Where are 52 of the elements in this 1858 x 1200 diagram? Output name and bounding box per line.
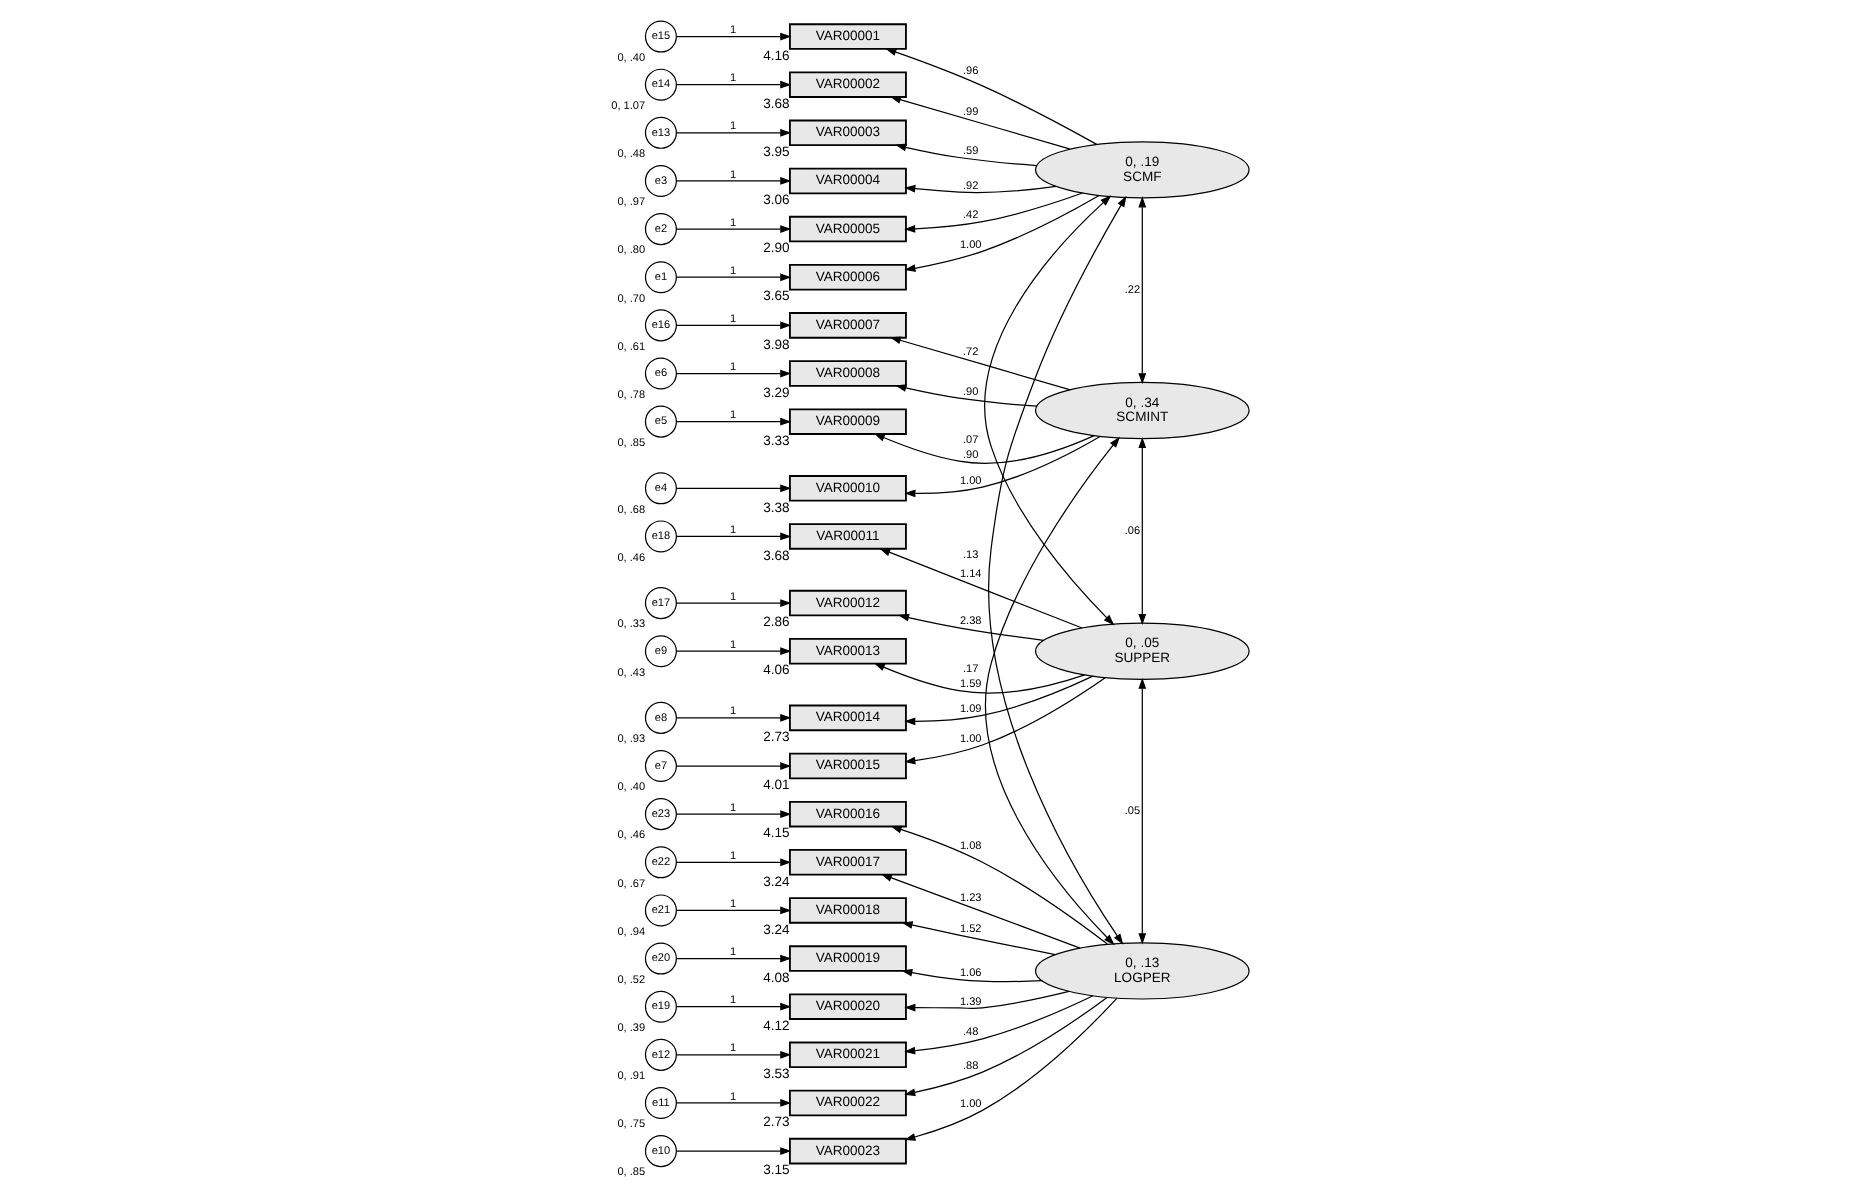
arrow: [984, 436, 1119, 946]
arrow: [675, 484, 791, 493]
arrow: [888, 95, 1070, 150]
arrow: [903, 184, 1056, 194]
arrow: [675, 810, 791, 819]
arrow: [675, 906, 791, 915]
arrow: [903, 996, 1107, 1097]
arrow: [675, 1099, 791, 1107]
arrow: [879, 874, 1080, 949]
arrow: [903, 995, 1093, 1055]
arrow: [903, 435, 1101, 498]
arrow: [675, 762, 791, 770]
arrow: [675, 225, 791, 233]
arrow: [894, 143, 1037, 167]
arrow: [675, 647, 791, 656]
arrow: [903, 677, 1105, 765]
arrow: [903, 192, 1083, 233]
arrow: [889, 825, 1107, 945]
arrow: [872, 662, 1085, 694]
arrow: [675, 128, 791, 137]
arrow: [903, 997, 1117, 1141]
arrow: [897, 613, 1044, 641]
arrow: [884, 48, 1097, 145]
arrow: [675, 599, 791, 607]
arrow: [872, 433, 1094, 464]
arrow: [675, 369, 791, 378]
arrow: [900, 968, 1042, 983]
arrow: [675, 273, 791, 282]
arrow: [1137, 436, 1146, 625]
arrow: [675, 954, 791, 963]
arrow: [983, 195, 1114, 626]
arrow: [878, 548, 1082, 629]
arrow: [903, 194, 1099, 272]
arrow: [675, 1050, 791, 1059]
arrow: [903, 990, 1069, 1012]
arrow: [894, 384, 1037, 407]
arrow: [987, 195, 1126, 945]
arrow: [675, 32, 791, 41]
arrow: [1137, 196, 1146, 385]
arrow: [675, 417, 791, 426]
arrow: [888, 336, 1070, 391]
arrow: [675, 80, 791, 89]
arrow: [900, 921, 1055, 956]
arrow: [903, 675, 1093, 726]
arrow: [1137, 677, 1146, 945]
arrow: [675, 1147, 791, 1155]
arrow: [675, 532, 791, 541]
arrow: [675, 858, 791, 867]
arrow: [675, 1002, 791, 1011]
arrow: [675, 321, 791, 330]
arrow: [675, 714, 791, 722]
arrow: [675, 177, 791, 185]
